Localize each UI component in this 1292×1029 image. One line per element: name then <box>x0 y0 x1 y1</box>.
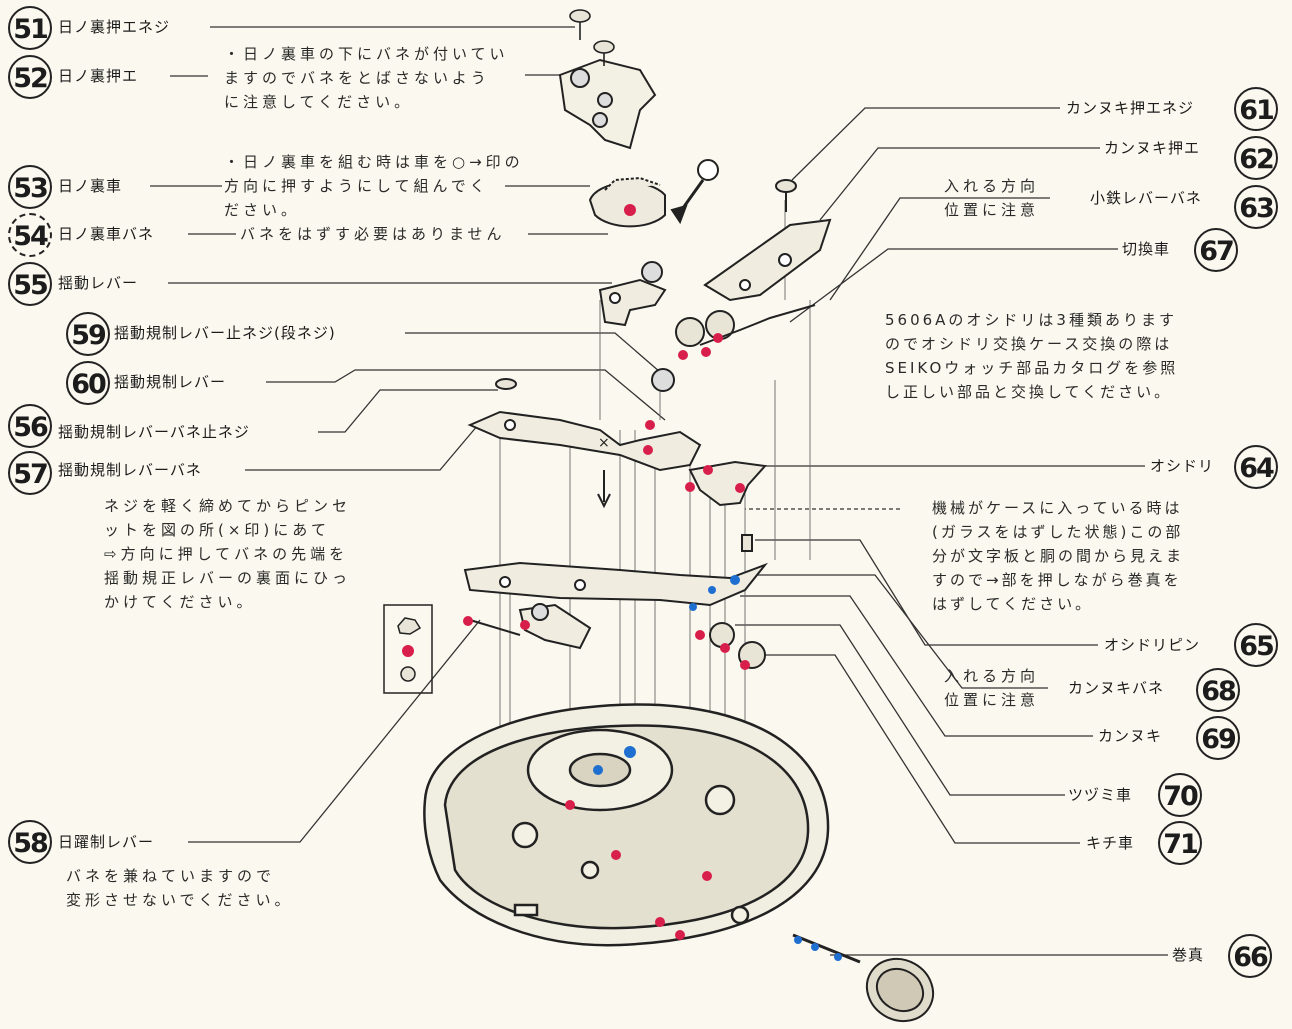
part-number-64: 64 <box>1234 445 1278 489</box>
part-label-51: 日ノ裏押エネジ <box>58 17 171 37</box>
part-label-60: 揺動規制レバー <box>114 372 227 392</box>
part-label-71: キチ車 <box>1086 833 1135 853</box>
part-number-70: 70 <box>1158 773 1202 817</box>
part-label-65: オシドリピン <box>1104 635 1201 655</box>
note-spring-52: ・日ノ裏車の下にバネが付いてい ますのでバネをとばさないよう に注意してください… <box>224 45 509 111</box>
part-number-57: 57 <box>8 451 52 495</box>
note-spring-54: バネをはずす必要はありません <box>240 225 506 243</box>
leader-61 <box>791 107 1060 181</box>
note-case-pin: 機械がケースに入っている時は (ガラスをはずした状態)この部 分が文字板と胴の間… <box>932 499 1185 613</box>
part-label-67: 切換車 <box>1122 239 1171 259</box>
wheels-70-71 <box>695 622 766 670</box>
leader-62 <box>819 147 1100 221</box>
part-label-56: 揺動規制レバーバネ止ネジ <box>58 422 250 442</box>
part-number-65: 65 <box>1234 623 1278 667</box>
bridge-62 <box>703 179 832 302</box>
part-number-62: 62 <box>1234 136 1278 180</box>
part-label-64: オシドリ <box>1150 456 1215 476</box>
note-direction-63: 入れる方向 位置に注意 <box>944 177 1040 219</box>
inset-box <box>383 604 433 694</box>
leader-71 <box>755 654 1080 844</box>
leader-70 <box>735 624 1065 796</box>
part-number-53: 53 <box>8 165 52 209</box>
note-direction-68: 入れる方向 位置に注意 <box>944 667 1040 709</box>
part-number-51: 51 <box>8 6 52 50</box>
leader-56 <box>318 389 498 433</box>
part-number-58: 58 <box>8 820 52 864</box>
part-number-54: 54 <box>8 213 52 257</box>
part-number-71: 71 <box>1158 821 1202 865</box>
part-label-70: ツヅミ車 <box>1068 785 1133 805</box>
leader-60 <box>266 369 666 421</box>
part-number-52: 52 <box>8 55 52 99</box>
lever-58 <box>463 603 592 650</box>
regulator-60: × <box>467 368 702 509</box>
part-number-69: 69 <box>1196 716 1240 760</box>
lever-55 <box>598 261 667 327</box>
part-label-55: 揺動レバー <box>58 273 139 293</box>
note-lever-58: バネを兼ねていますので 変形させないでください。 <box>66 867 294 909</box>
leader-59 <box>405 332 661 373</box>
main-plate <box>423 703 830 947</box>
leader-58 <box>188 619 481 843</box>
part-label-61: カンヌキ押エネジ <box>1066 98 1195 118</box>
screw-51 <box>569 9 615 66</box>
leader-68 <box>740 574 1048 689</box>
leader-67 <box>789 248 1118 323</box>
leader-63 <box>829 197 1050 301</box>
part-label-58: 日躍制レバー <box>58 832 155 852</box>
bridge-52 <box>558 58 657 150</box>
plate-69 <box>463 561 769 611</box>
part-number-60: 60 <box>66 361 110 405</box>
note-assembly-53: ・日ノ裏車を組む時は車を○→印の 方向に押すようにして組んでく ださい。 <box>224 153 524 219</box>
part-number-66: 66 <box>1228 934 1272 978</box>
part-label-54: 日ノ裏車バネ <box>58 224 155 244</box>
note-spring-hook: ネジを軽く締めてからピンセ ットを図の所(×印)にあて ⇨方向に押してバネの先端… <box>104 497 352 611</box>
part-label-68: カンヌキバネ <box>1068 678 1165 698</box>
part-number-61: 61 <box>1234 87 1278 131</box>
leader-69 <box>740 595 1093 737</box>
part-label-52: 日ノ裏押エ <box>58 66 139 86</box>
part-label-57: 揺動規制レバーバネ <box>58 460 202 480</box>
part-number-63: 63 <box>1234 185 1278 229</box>
crown-66 <box>792 933 935 1023</box>
part-number-67: 67 <box>1194 228 1238 272</box>
svg-text:×: × <box>598 435 610 451</box>
part-label-69: カンヌキ <box>1098 726 1163 746</box>
part-number-55: 55 <box>8 262 52 306</box>
part-label-59: 揺動規制レバー止ネジ(段ネジ) <box>114 323 336 343</box>
part-label-63: 小鉄レバーバネ <box>1090 188 1202 208</box>
wheel-53 <box>588 159 719 228</box>
part-number-59: 59 <box>66 312 110 356</box>
part-label-62: カンヌキ押エ <box>1104 138 1201 158</box>
note-oshidori-variants: 5606Aのオシドリは3種類あります のでオシドリ交換ケース交換の際は SEIK… <box>885 311 1179 401</box>
leader-65 <box>755 539 1098 646</box>
yoke-64 <box>685 460 768 552</box>
part-label-53: 日ノ裏車 <box>58 176 123 196</box>
leader-57 <box>245 424 479 471</box>
part-number-68: 68 <box>1196 668 1240 712</box>
part-label-66: 巻真 <box>1172 945 1205 965</box>
gears-67 <box>675 304 816 360</box>
part-number-56: 56 <box>8 404 52 448</box>
